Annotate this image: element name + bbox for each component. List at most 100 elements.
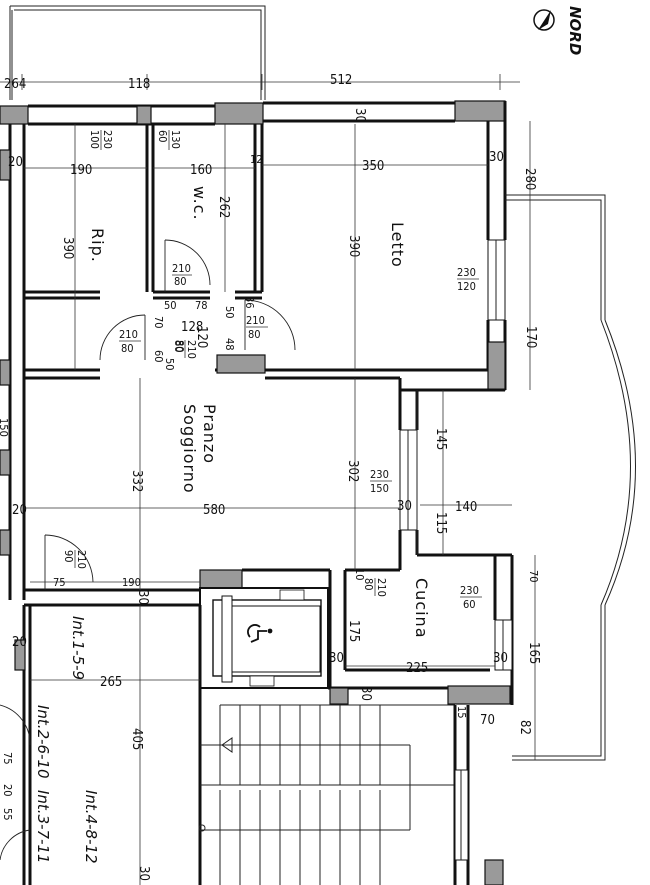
dim-30-cucina-left: 30 — [329, 651, 344, 666]
dim-120: 120 — [194, 326, 209, 348]
dim-75: 75 — [53, 576, 66, 589]
opening-o2-h: 130 — [169, 130, 182, 149]
stairwell — [14, 605, 504, 885]
opening-o1: 230 100 — [88, 130, 114, 150]
dim-160: 160 — [190, 163, 212, 178]
opening-o8: 230 150 — [370, 468, 392, 495]
lift — [199, 587, 329, 689]
top-dimension-chain: 264 118 512 — [0, 73, 520, 92]
opening-o3-w: 80 — [174, 275, 187, 288]
dim-580: 580 — [203, 503, 225, 518]
dim-15: 15 — [455, 706, 468, 719]
room-rip: Rip. — [88, 228, 107, 263]
dim-78: 78 — [195, 299, 208, 312]
kitchen-walls — [328, 555, 514, 705]
opening-o10-h: 210 — [375, 578, 388, 597]
opening-o8-h: 230 — [370, 468, 389, 481]
dim-60: 60 — [152, 350, 165, 363]
dim-70b: 70 — [527, 570, 540, 583]
opening-o5: 210 80 — [246, 314, 268, 341]
dim-10: 10 — [353, 568, 366, 581]
dim-332: 332 — [129, 470, 144, 492]
opening-o2-w: 60 — [156, 130, 169, 143]
left-exterior-wall — [0, 149, 26, 600]
dim-190: 190 — [70, 163, 92, 178]
dim-390-letto: 390 — [346, 235, 361, 257]
dim-55: 55 — [1, 808, 14, 821]
opening-o8-w: 150 — [370, 482, 389, 495]
dim-70a: 70 — [152, 316, 165, 329]
dim-190b: 190 — [122, 576, 141, 589]
opening-o9: 210 90 — [62, 550, 88, 569]
dim-36: 36 — [243, 296, 256, 309]
dim-70c: 70 — [480, 713, 495, 728]
opening-o4: 230 120 — [457, 266, 479, 293]
dim-264: 264 — [4, 77, 26, 92]
dim-82: 82 — [517, 720, 532, 735]
dim-302: 302 — [345, 460, 360, 482]
opening-o4-w: 120 — [457, 280, 476, 293]
stair-label-2: Int.2-6-10 — [34, 705, 52, 779]
dim-30-mid: 30 — [397, 499, 412, 514]
dim-128: 128 — [181, 320, 203, 335]
opening-o9-w: 90 — [62, 550, 75, 563]
opening-o7: 210 80 — [172, 340, 198, 359]
opening-o2: 130 60 — [156, 130, 182, 150]
door-swings — [0, 239, 296, 861]
dim-265: 265 — [100, 675, 122, 690]
dim-50b: 50 — [163, 358, 176, 371]
dim-512: 512 — [330, 73, 352, 88]
dim-150-left: 150 — [0, 418, 10, 437]
stair-label-4: Int.4-8-12 — [82, 790, 100, 864]
dim-145: 145 — [433, 428, 448, 450]
opening-o3-h: 210 — [172, 262, 191, 275]
stair-label-3: Int.3-7-11 — [34, 790, 52, 864]
dim-80: 80 — [173, 340, 186, 353]
opening-o6-h: 210 — [119, 328, 138, 341]
opening-o10: 210 80 — [362, 578, 388, 597]
dim-75b: 75 — [1, 752, 14, 765]
opening-o5-h: 210 — [246, 314, 265, 327]
opening-o6-w: 80 — [121, 342, 134, 355]
room-letto: Letto — [388, 222, 407, 268]
opening-o3: 210 80 — [172, 262, 192, 288]
opening-o1-h: 230 — [101, 130, 114, 149]
opening-o11-w: 60 — [463, 598, 476, 611]
dim-175: 175 — [346, 620, 361, 642]
upper-balcony — [9, 5, 266, 100]
dim-20-left1: 20 — [8, 155, 23, 170]
dim-350: 350 — [362, 159, 384, 174]
dim-50c: 50 — [223, 306, 236, 319]
dim-20-left2: 20 — [12, 503, 27, 518]
dim-48: 48 — [223, 338, 236, 351]
opening-o7-h: 210 — [185, 340, 198, 359]
wheelchair-icon — [247, 624, 273, 643]
right-balcony — [416, 194, 636, 761]
stair-label-1: Int.1-5-9 — [69, 616, 87, 680]
dim-30-cucina-right: 30 — [493, 651, 508, 666]
dim-115: 115 — [433, 512, 448, 534]
dim-280: 280 — [522, 168, 537, 190]
opening-o5-w: 80 — [248, 328, 261, 341]
dim-118: 118 — [128, 77, 150, 92]
dim-50a: 50 — [164, 299, 177, 312]
dim-20-left3: 20 — [12, 635, 27, 650]
room-pranzo: Pranzo — [200, 404, 219, 464]
opening-o9-h: 210 — [75, 550, 88, 569]
dimension-lines — [24, 121, 536, 885]
dim-30-stair: 30 — [358, 686, 373, 701]
dim-390-rip: 390 — [60, 237, 75, 259]
dim-225: 225 — [406, 661, 428, 676]
room-wc: w.c. — [190, 186, 209, 221]
dim-20d: 20 — [1, 784, 14, 797]
north-arrow: NORD — [533, 6, 584, 55]
room-cucina: Cucina — [412, 578, 431, 639]
opening-o4-h: 230 — [457, 266, 476, 279]
dim-405: 405 — [129, 728, 144, 750]
living-walls — [24, 429, 512, 607]
dim-30-right1: 30 — [489, 150, 504, 165]
opening-o11-h: 230 — [460, 584, 479, 597]
north-label: NORD — [566, 6, 584, 55]
opening-o7-w: 80 — [172, 340, 185, 353]
